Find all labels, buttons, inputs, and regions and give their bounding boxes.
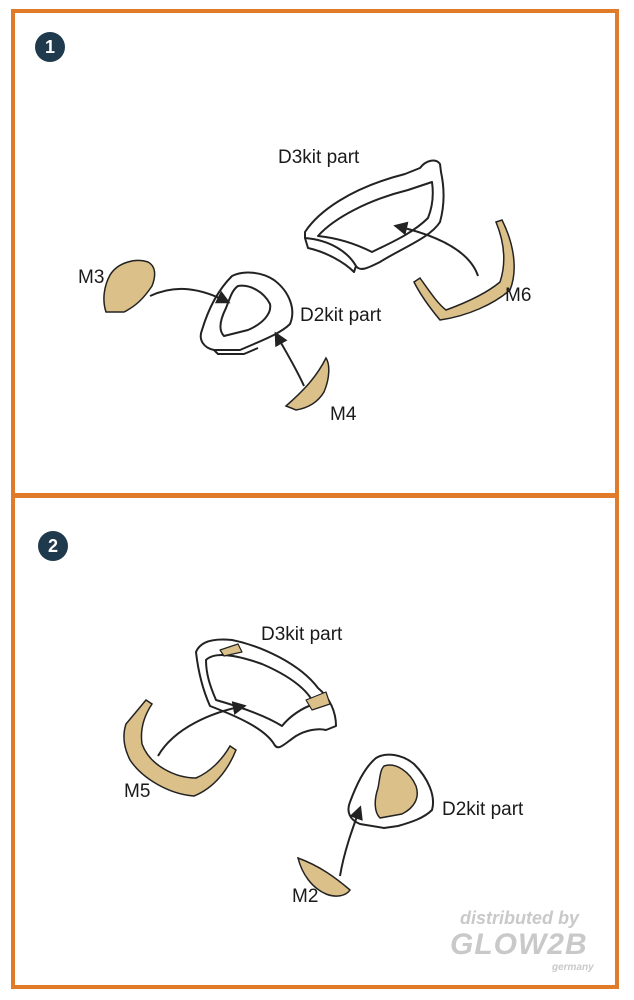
label-m2: M2 xyxy=(292,886,319,907)
m3-mask xyxy=(103,259,156,313)
d2-kit-part-step2 xyxy=(347,753,434,829)
label-m3: M3 xyxy=(78,267,105,288)
arrow-m6-to-d3 xyxy=(393,221,479,277)
label-m4: M4 xyxy=(330,404,357,425)
label-m6: M6 xyxy=(505,285,532,306)
label-d2-kit-part-step2: D2kit part xyxy=(442,799,524,820)
label-d3-kit-part-step2: D3kit part xyxy=(261,624,343,645)
label-m5: M5 xyxy=(124,781,151,802)
watermark-distributed-by: distributed by xyxy=(460,908,580,928)
watermark-logo: GLOW2B xyxy=(450,928,588,961)
label-d2-kit-part-step1: D2kit part xyxy=(300,305,382,326)
step-1-badge: 1 xyxy=(35,32,65,62)
d3-kit-part-step2 xyxy=(195,638,337,749)
step-2-panel xyxy=(11,494,619,989)
arrow-m3-to-d2 xyxy=(149,287,231,304)
label-d3-kit-part-step1: D3kit part xyxy=(278,147,360,168)
m2-mask xyxy=(296,856,351,897)
m4-mask xyxy=(284,356,330,411)
arrow-m5-to-d3 xyxy=(157,701,247,757)
m5-mask xyxy=(123,699,237,797)
step-2-badge: 2 xyxy=(38,531,68,561)
m6-mask xyxy=(413,219,515,321)
arrow-m2-to-d2 xyxy=(339,805,363,877)
arrow-m4-to-d2 xyxy=(274,331,305,387)
watermark-germany: germany xyxy=(552,962,594,973)
d2-kit-part-step1 xyxy=(199,271,294,355)
d3-kit-part-step1 xyxy=(304,159,445,273)
